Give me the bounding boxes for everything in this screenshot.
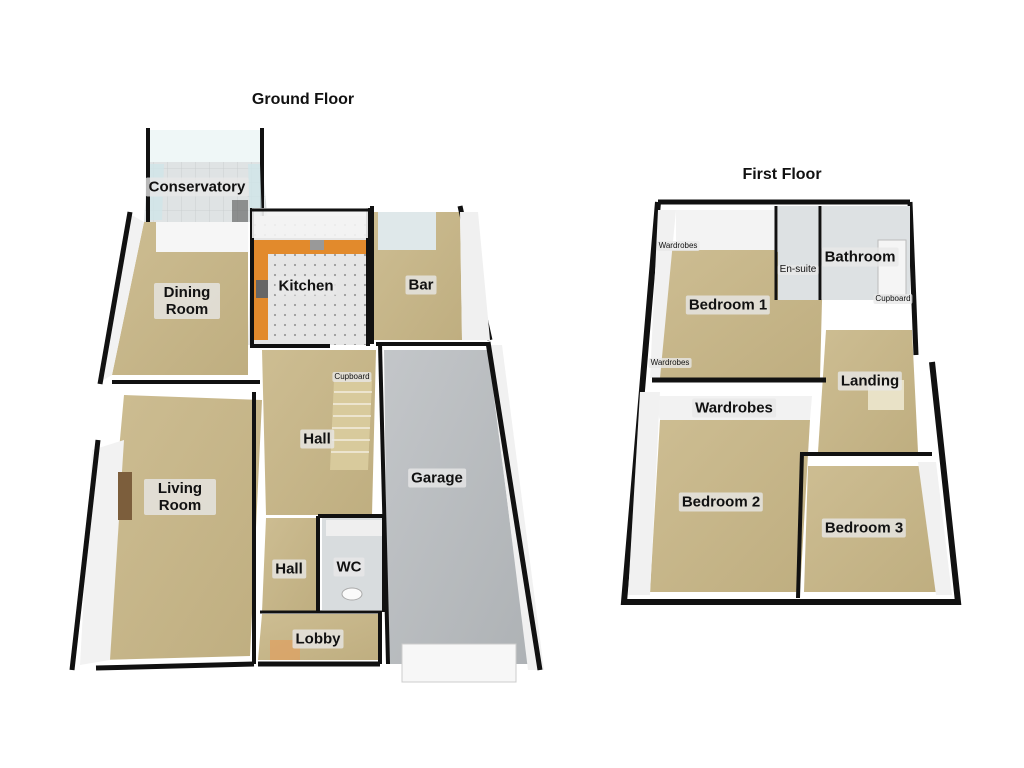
room-label-landing: Landing [837,371,903,391]
room-label-bathroom: Bathroom [821,247,899,267]
living-room [69,380,262,671]
room-label-bedroom-2: Bedroom 2 [678,492,764,512]
ground-floor-title: Ground Floor [251,91,355,108]
room-label-wardrobes-top: Wardrobes [656,241,700,251]
stairs [330,380,372,470]
room-label-cupboard-first: Cupboard [873,294,913,304]
room-label-hall: Hall [300,429,334,449]
room-label-wardrobes-left: Wardrobes [648,358,692,368]
room-label-cupboard-ground: Cupboard [332,372,372,382]
first-floor-title: First Floor [742,166,822,183]
room-label-garage: Garage [408,468,466,488]
en-suite-room [778,206,822,300]
kitchen-room [248,208,370,348]
garage-room [376,341,544,683]
landing-area [818,330,918,452]
room-label-lobby: Lobby [292,629,344,649]
room-label-hall-lower: Hall [272,559,306,579]
room-label-en-suite: En-suite [777,264,819,275]
room-label-bar: Bar [405,275,437,295]
room-label-dining-room: Dining Room [154,283,220,319]
room-label-wardrobes-mid: Wardrobes [692,398,776,418]
room-label-conservatory: Conservatory [145,177,249,197]
room-label-living-room: Living Room [144,479,216,515]
ground-floor-plan [69,128,544,683]
first-floor-plan [620,199,962,605]
room-label-bedroom-1: Bedroom 1 [685,295,771,315]
room-label-kitchen: Kitchen [275,276,337,296]
room-label-wc: WC [333,557,365,577]
room-label-bedroom-3: Bedroom 3 [821,518,907,538]
